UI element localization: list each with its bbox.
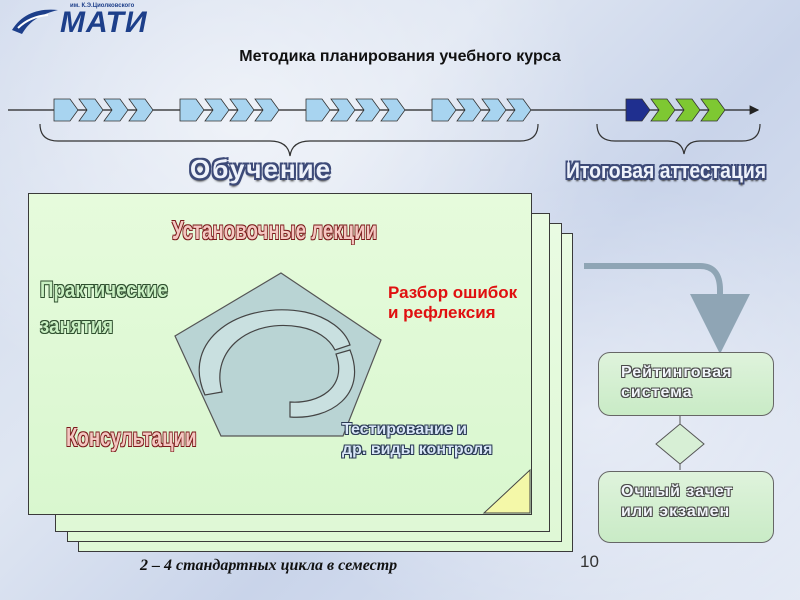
training-stage-3-chevron [330,98,356,122]
activity-review: Разбор ошибок и рефлексия [388,283,517,323]
training-stage-2-chevron [204,98,230,122]
training-stage-2-chevron [254,98,280,122]
phase-training-label: Обучение [190,154,333,184]
activity-review-line2: и рефлексия [388,303,496,322]
final-stage-chevron [700,98,726,122]
training-stage-3-chevron [355,98,381,122]
training-stage-4-chevron [481,98,507,122]
rating-system-box: Рейтинговая система [598,352,774,416]
logo-swoosh-icon [12,9,58,34]
activity-practice: Практические занятия [40,277,168,338]
cycles-caption: 2 – 4 стандартных цикла в семестр [140,557,398,574]
training-stage-1-chevron [53,98,79,122]
timeline-chevrons [53,98,726,122]
activity-review-line1: Разбор ошибок [388,283,518,302]
final-stage-chevron [650,98,676,122]
final-bracket [596,123,761,155]
exam-line1: Очный зачет [621,483,734,500]
training-stage-4-chevron [431,98,457,122]
training-stage-4-chevron [456,98,482,122]
activity-testing-line1: Тестирование и [342,421,467,438]
page-title: Методика планирования учебного курса [239,48,561,65]
activity-consultations: Консультации [66,422,197,452]
training-stage-1-chevron [103,98,129,122]
training-stage-2-chevron [179,98,205,122]
final-stage-chevron [675,98,701,122]
rating-line2: система [621,384,693,401]
training-stage-4-chevron [506,98,532,122]
training-stage-3-chevron [380,98,406,122]
connector-to-rating [584,263,750,354]
training-bracket [39,123,539,157]
phase-final-label: Итоговая аттестация [566,158,767,183]
slide-number: 10 [580,552,599,571]
logo-text: МАТИ [60,6,148,39]
exam-line2: или экзамен [621,503,731,520]
exam-box: Очный зачет или экзамен [598,471,774,543]
activity-lectures: Установочные лекции [172,215,378,245]
training-stage-1-chevron [128,98,154,122]
decision-diamond [655,423,705,465]
training-stage-1-chevron [78,98,104,122]
final-stage-chevron [625,98,651,122]
activity-testing: Тестирование и др. виды контроля [342,420,492,460]
logo-caption: им. К.Э.Циолковского [70,3,135,9]
training-stage-3-chevron [305,98,331,122]
training-stage-2-chevron [229,98,255,122]
rating-line1: Рейтинговая [621,364,733,381]
activity-testing-line2: др. виды контроля [342,441,493,458]
